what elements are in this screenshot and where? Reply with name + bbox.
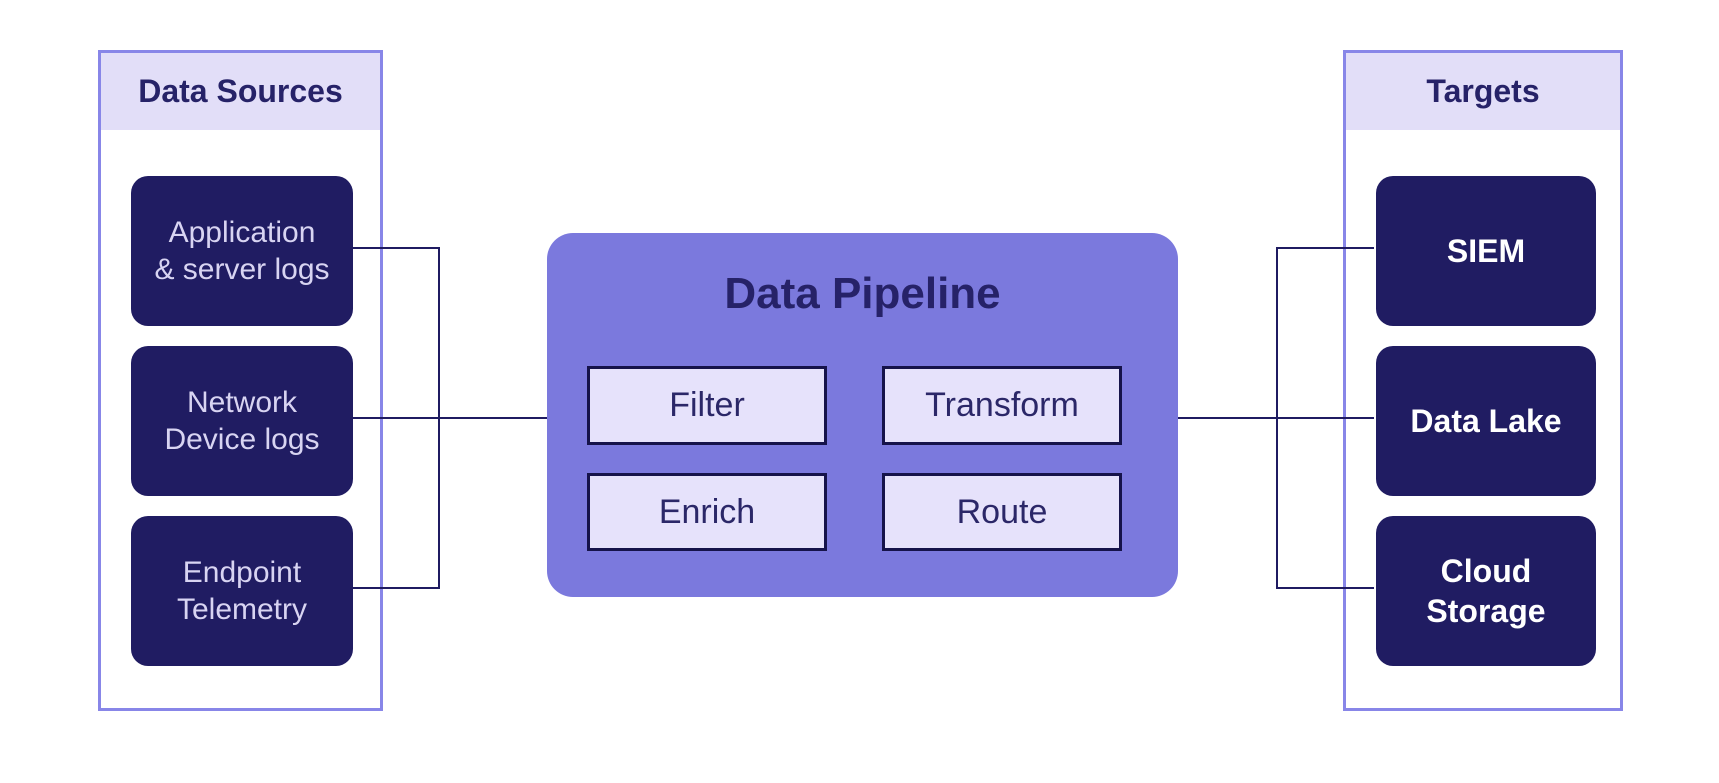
stage-label: Filter bbox=[669, 386, 745, 424]
source-node-endpoint-telemetry: Endpoint Telemetry bbox=[131, 516, 353, 666]
targets-panel: Targets SIEM Data Lake Cloud Storage bbox=[1343, 50, 1623, 711]
target-node-siem: SIEM bbox=[1376, 176, 1596, 326]
target-node-cloud-storage: Cloud Storage bbox=[1376, 516, 1596, 666]
source-node-application-server-logs: Application & server logs bbox=[131, 176, 353, 326]
stage-filter: Filter bbox=[587, 366, 827, 445]
connector-source-3-branch bbox=[350, 587, 439, 589]
target-node-data-lake: Data Lake bbox=[1376, 346, 1596, 496]
source-node-label: Endpoint Telemetry bbox=[176, 555, 308, 627]
sources-panel-title: Data Sources bbox=[138, 73, 343, 109]
source-node-label: Network Device logs bbox=[164, 385, 320, 457]
stage-label: Route bbox=[956, 492, 1048, 531]
stage-transform: Transform bbox=[882, 366, 1122, 445]
sources-panel: Data Sources Application & server logs N… bbox=[98, 50, 383, 711]
sources-panel-header: Data Sources bbox=[101, 53, 380, 130]
connector-target-1-branch bbox=[1277, 247, 1374, 249]
connector-source-1-branch bbox=[350, 247, 439, 249]
connector-source-2-branch bbox=[350, 417, 547, 419]
targets-panel-header: Targets bbox=[1346, 53, 1620, 130]
stage-route: Route bbox=[882, 473, 1122, 551]
targets-panel-title: Targets bbox=[1426, 73, 1540, 109]
connector-targets-trunk bbox=[1276, 247, 1278, 589]
pipeline-box: Data Pipeline Filter Transform Enrich Ro… bbox=[547, 233, 1178, 597]
connector-sources-trunk bbox=[438, 247, 440, 589]
stage-label: Transform bbox=[925, 386, 1079, 424]
target-node-label: Cloud Storage bbox=[1426, 553, 1546, 629]
pipeline-title: Data Pipeline bbox=[724, 269, 1001, 318]
stage-label: Enrich bbox=[658, 492, 756, 531]
stage-enrich: Enrich bbox=[587, 473, 827, 551]
source-node-label: Application & server logs bbox=[154, 215, 330, 287]
source-node-network-device-logs: Network Device logs bbox=[131, 346, 353, 496]
target-node-label: Data Lake bbox=[1410, 403, 1562, 439]
target-node-label: SIEM bbox=[1446, 233, 1526, 269]
connector-target-3-branch bbox=[1277, 587, 1374, 589]
